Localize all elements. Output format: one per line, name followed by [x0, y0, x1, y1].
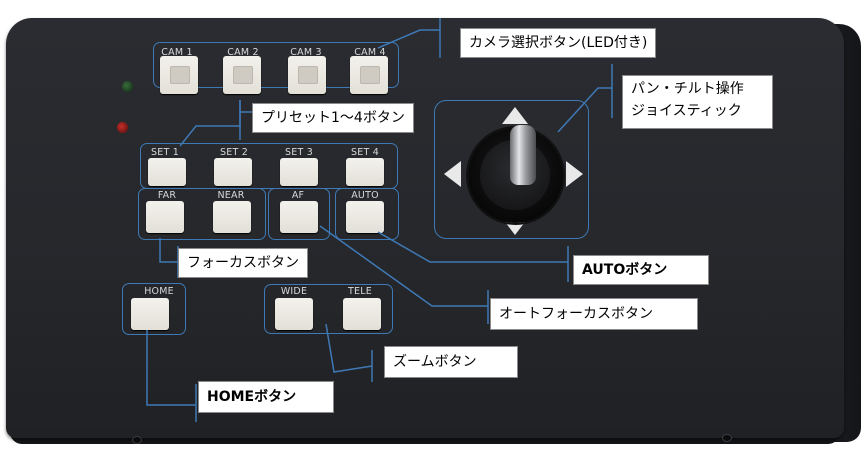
callout-camera-select: カメラ選択ボタン(LED付き): [460, 28, 657, 58]
preset-button-group: [140, 143, 398, 189]
set1-button[interactable]: [148, 158, 186, 186]
tele-button[interactable]: [343, 298, 381, 330]
green-led: [122, 81, 133, 92]
red-led: [117, 122, 128, 133]
home-button-group: [122, 283, 186, 335]
home-button[interactable]: [131, 298, 169, 330]
set3-label: SET 3: [285, 147, 313, 158]
cam1-button[interactable]: [160, 56, 198, 94]
joystick-left-arrow-icon: [444, 161, 461, 187]
set2-button[interactable]: [214, 158, 252, 186]
set2-label: SET 2: [220, 147, 248, 158]
af-button-group: [268, 188, 330, 240]
cam4-label: CAM 4: [354, 47, 386, 58]
joystick[interactable]: [510, 125, 536, 185]
callout-pan-tilt: パン・チルト操作 ジョイスティック: [622, 75, 773, 129]
far-button[interactable]: [146, 201, 184, 233]
focus-button-group: [138, 188, 266, 240]
cam2-label: CAM 2: [227, 47, 259, 58]
near-button[interactable]: [213, 201, 251, 233]
far-label: FAR: [157, 190, 177, 201]
cam1-label: CAM 1: [161, 47, 193, 58]
joystick-group: [434, 100, 589, 239]
cam3-label: CAM 3: [290, 47, 322, 58]
set4-label: SET 4: [351, 147, 379, 158]
callout-preset: プリセット1～4ボタン: [252, 103, 414, 133]
callout-auto: AUTOボタン: [573, 255, 709, 285]
cam2-button[interactable]: [223, 56, 261, 94]
joystick-up-arrow-icon: [502, 107, 528, 124]
af-button[interactable]: [280, 201, 318, 233]
joystick-right-arrow-icon: [566, 161, 583, 187]
callout-zoom: ズームボタン: [384, 346, 518, 378]
cam4-button[interactable]: [350, 56, 388, 94]
screw: [132, 436, 142, 444]
auto-label: AUTO: [351, 190, 379, 201]
callout-autofocus: オートフォーカスボタン: [490, 298, 698, 330]
set4-button[interactable]: [346, 158, 384, 186]
tele-label: TELE: [348, 286, 372, 297]
screw: [722, 434, 732, 442]
callout-pan-tilt-line1: パン・チルト操作: [631, 81, 744, 97]
callout-focus: フォーカスボタン: [178, 248, 308, 278]
wide-label: WIDE: [280, 286, 308, 297]
af-label: AF: [291, 190, 305, 201]
auto-button-group: [335, 188, 399, 240]
zoom-button-group: [264, 284, 393, 334]
callout-home: HOMEボタン: [198, 381, 334, 413]
set3-button[interactable]: [280, 158, 318, 186]
callout-pan-tilt-line2: ジョイスティック: [631, 103, 742, 119]
home-label: HOME: [144, 286, 174, 297]
set1-label: SET 1: [151, 147, 179, 158]
wide-button[interactable]: [275, 298, 313, 330]
cam3-button[interactable]: [288, 56, 326, 94]
auto-button[interactable]: [346, 201, 384, 233]
near-label: NEAR: [217, 190, 245, 201]
camera-button-group: [153, 42, 399, 88]
